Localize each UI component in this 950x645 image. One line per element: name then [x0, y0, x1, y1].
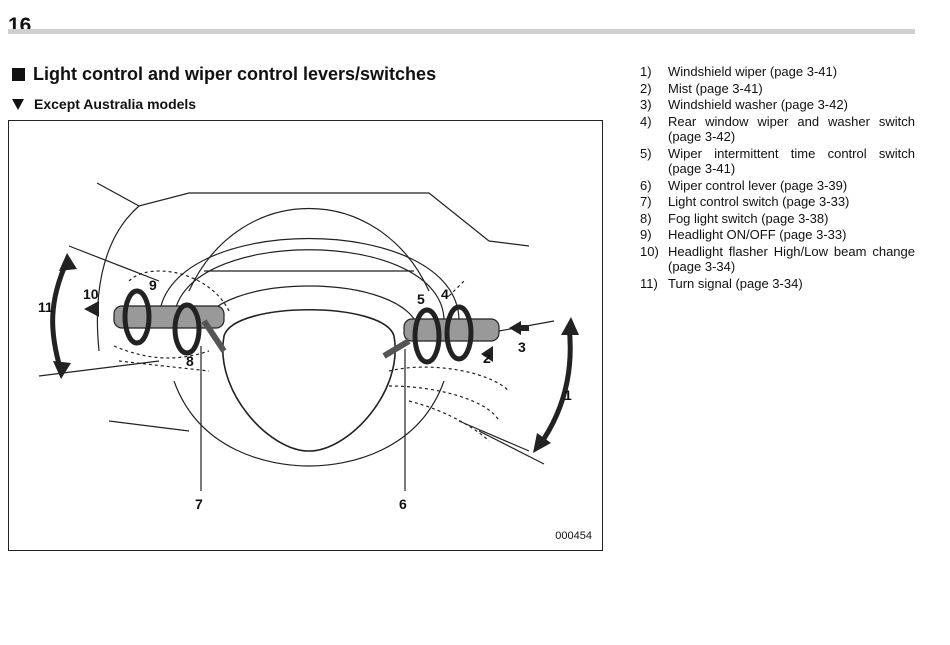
callout-4: 4 — [441, 286, 449, 302]
figure-illustration: 11 10 9 8 7 6 5 4 3 2 1 000454 — [8, 120, 603, 551]
section-title-text: Light control and wiper control levers/s… — [33, 64, 437, 84]
triangle-bullet-icon — [12, 98, 24, 110]
steering-wheel-illustration — [38, 182, 579, 491]
callout-9: 9 — [149, 277, 157, 293]
list-item: 5)Wiper intermittent time control switch… — [640, 145, 915, 177]
callout-8: 8 — [186, 353, 194, 369]
callout-6: 6 — [399, 496, 407, 512]
section-title: Light control and wiper control levers/s… — [12, 64, 436, 85]
list-item: 6)Wiper control lever (page 3-39) — [640, 177, 848, 193]
header-rule — [8, 29, 915, 34]
list-item: 1)Windshield wiper (page 3-41) — [640, 64, 838, 79]
figure-id: 000454 — [555, 530, 592, 542]
callout-2: 2 — [483, 350, 491, 366]
callout-1: 1 — [564, 387, 572, 403]
callout-10: 10 — [83, 286, 99, 302]
list-item: 9)Headlight ON/OFF (page 3-33) — [640, 227, 847, 242]
subsection-title-text: Except Australia models — [34, 96, 197, 112]
list-item: 7)Light control switch (page 3-33) — [640, 194, 850, 209]
callout-5: 5 — [417, 291, 425, 307]
page-number: 16 — [8, 14, 32, 37]
callout-11: 11 — [38, 299, 53, 315]
subsection-title: Except Australia models — [12, 96, 196, 112]
list-item: 8)Fog light switch (page 3-38) — [640, 210, 829, 226]
list-item: 2)Mist (page 3-41) — [640, 80, 763, 96]
square-bullet-icon — [12, 68, 25, 81]
list-item: 10)Headlight flasher High/Low beam chang… — [640, 243, 915, 275]
legend-list: 1)Windshield wiper (page 3-41) 2)Mist (p… — [640, 64, 915, 292]
list-item: 11)Turn signal (page 3-34) — [640, 275, 803, 291]
list-item: 3)Windshield washer (page 3-42) — [640, 97, 848, 112]
callout-7: 7 — [195, 496, 203, 512]
list-item: 4)Rear window wiper and washer switch (p… — [640, 113, 915, 145]
callout-3: 3 — [518, 339, 526, 355]
